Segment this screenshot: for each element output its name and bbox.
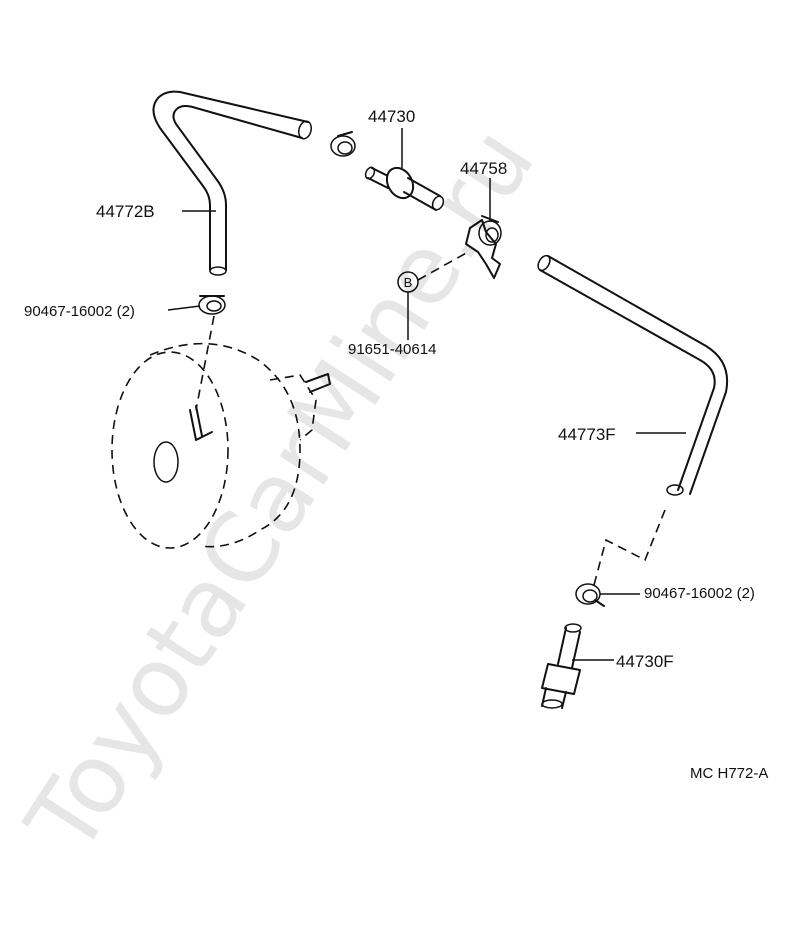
label-44730: 44730 — [368, 107, 415, 126]
hose-44773f — [537, 254, 728, 496]
figure-code: MC H772-A — [690, 765, 768, 782]
right-dashed-connection — [593, 509, 666, 586]
hose-clamp-upper — [330, 131, 356, 157]
vacuum-booster-dashed — [111, 315, 331, 549]
label-44758: 44758 — [460, 159, 507, 178]
hose-44772b — [152, 90, 312, 276]
label-44773f: 44773F — [558, 425, 616, 444]
bolt-symbol-label: B — [404, 275, 413, 290]
label-91651-40614: 91651-40614 — [348, 341, 436, 358]
leader-lines — [167, 128, 686, 661]
check-valve-44730 — [364, 166, 445, 211]
bolt-dashed-leader — [417, 251, 469, 281]
label-clamp-right: 90467-16002 (2) — [644, 585, 755, 602]
label-clamp-left: 90467-16002 (2) — [24, 303, 135, 320]
hose-clamp-lower — [575, 583, 605, 607]
union-44730f — [541, 623, 582, 709]
watermark: ToyotaCarMine.ru — [5, 108, 556, 873]
label-44730f: 44730F — [616, 652, 674, 671]
hose-clamp-left — [198, 295, 226, 315]
label-44772b: 44772B — [96, 202, 155, 221]
